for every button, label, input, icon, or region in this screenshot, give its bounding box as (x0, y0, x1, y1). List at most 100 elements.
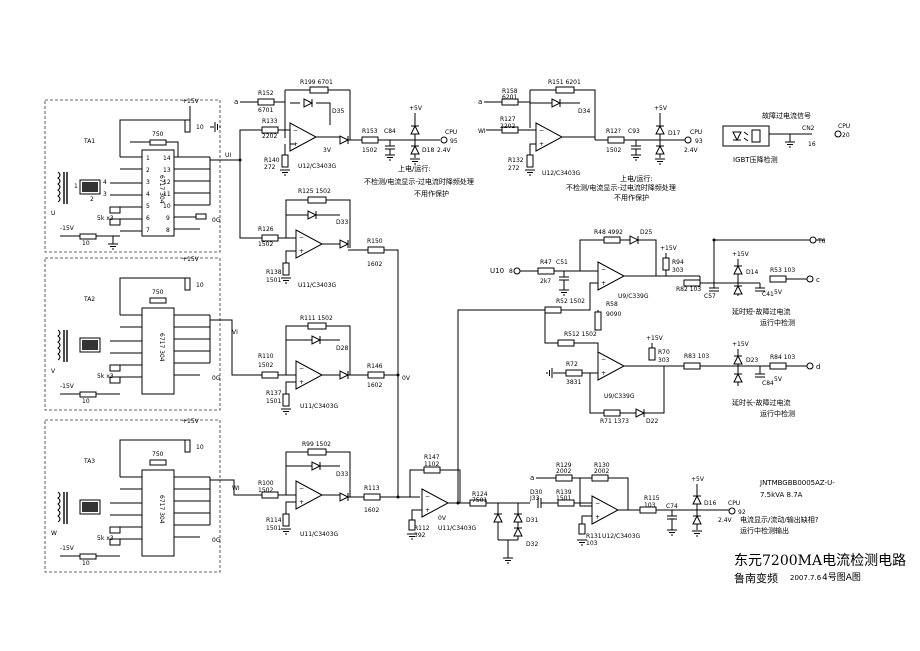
ta3-0g: 0G (212, 537, 221, 544)
label-u10-pin: 8 (509, 268, 513, 275)
stage-u12-right: a R158 6201 WI R127 2202 U12/C3403G R151… (478, 79, 703, 202)
label-cn2: CN2 (802, 125, 815, 132)
label-5v-b: 5V (774, 376, 783, 383)
u11-1-label: U11/C3403G (298, 282, 337, 289)
ta3-vee: -15V (60, 545, 75, 552)
d32-label: D32 (526, 541, 538, 548)
label-cpu92: CPU (728, 500, 740, 507)
d22-label: D22 (646, 418, 658, 425)
r82-label: R82 103 (676, 286, 701, 293)
label-a2: a (478, 98, 482, 106)
ta1-ic (141, 149, 175, 237)
d23-label: D23 (746, 357, 758, 364)
note5-line1: 电流显示/流动/输出缺相? (740, 515, 819, 524)
r140-label: R140 (264, 157, 280, 164)
r124-label: R124 (472, 491, 488, 498)
label-cpu20: CPU (838, 123, 850, 130)
c84-top-label: C84 (384, 128, 396, 135)
r126-label: R126 (258, 226, 274, 233)
svg-text:10: 10 (163, 203, 171, 210)
svg-text:3: 3 (103, 191, 107, 198)
r133-label: R133 (262, 118, 278, 125)
ta2-vee: -15V (60, 383, 75, 390)
r158-label: R158 (502, 88, 518, 95)
label-0v-b: 0V (438, 515, 447, 522)
r12x-value: 1502 (606, 147, 621, 154)
u12-bottom-label: U12/C3403G (602, 533, 641, 540)
opto-coupler (722, 125, 770, 147)
r48-label: R48 4992 (594, 229, 623, 236)
ta2-module: TA2 V 6717 304 10 +15V 750 5k x3 10 -15V… (44, 256, 238, 411)
svg-text:8: 8 (166, 227, 170, 234)
ta3-ic-label: 6717 304 (158, 495, 165, 524)
stage-u11-1: R126 1502 U11/C3403G R125 1502 D33 R138 … (258, 188, 399, 497)
c57-label: C57 (704, 293, 716, 300)
r110-value: 1502 (258, 362, 273, 369)
ta2-rin: 10 (82, 398, 90, 405)
d33-top-label: D33 (336, 219, 348, 226)
svg-text:7: 7 (146, 227, 150, 234)
ta3-r10: 10 (196, 444, 204, 451)
r113-label: R113 (364, 485, 380, 492)
title-model: JNTMBGBB0005AZ-U- (759, 479, 835, 487)
r112-label: R112 (414, 525, 430, 532)
svg-text:2: 2 (146, 167, 150, 174)
r127-value: 2202 (500, 123, 515, 130)
label-16: 16 (808, 141, 816, 148)
ta3-ic (141, 469, 175, 557)
ta3-rin: 10 (82, 560, 90, 567)
ta2-out: VI (232, 329, 238, 336)
ta3-out: WI (232, 485, 240, 492)
r153-value: 1502 (362, 147, 377, 154)
r52-label: R52 1502 (556, 298, 585, 305)
ta3-r5k: 5k x3 (97, 535, 114, 542)
r146-value: 1602 (367, 382, 382, 389)
label-d: d (816, 363, 820, 371)
d31-label: D31 (526, 517, 538, 524)
ta1-name: TA1 (83, 138, 95, 145)
c93-label: C93 (628, 128, 640, 135)
r47-label: R47 (540, 259, 552, 266)
r138-value: 1501 (266, 277, 281, 284)
r70-label: R70 (658, 349, 670, 356)
note1-line1: 上电/运行: (398, 164, 431, 173)
title-company: 鲁南变频 (734, 571, 778, 585)
svg-text:13: 13 (163, 167, 171, 174)
r131-value: 103 (586, 540, 598, 547)
ta2-r10: 10 (196, 282, 204, 289)
label-wi-a: WI (478, 128, 486, 135)
note3-line1: 延时短-故障过电流 (732, 307, 791, 316)
r114-label: R114 (266, 517, 282, 524)
label-20: 20 (842, 132, 850, 139)
label-2.4v-c: 2.4V (718, 517, 733, 524)
r146-label: R146 (367, 363, 383, 370)
r153-label: R153 (362, 128, 378, 135)
ta2-r5k: 5k x3 (97, 373, 114, 380)
u12-top-label: U12/C3403G (298, 163, 337, 170)
r110-label: R110 (258, 353, 274, 360)
note4-line1: 延时长-故障过电流 (732, 398, 791, 407)
svg-text:1: 1 (146, 155, 150, 162)
svg-text:3: 3 (146, 179, 150, 186)
note4-line2: 运行中检测 (760, 409, 795, 418)
r133-value: 2202 (262, 133, 277, 140)
label-3v: 3V (323, 147, 332, 154)
c51-label: C51 (556, 259, 568, 266)
label-u10: U10 (490, 267, 504, 275)
r72-label: R72 (566, 361, 578, 368)
r129-value: 2002 (556, 468, 571, 475)
r150-value: 1602 (367, 261, 382, 268)
label-cpu95: CPU (445, 129, 457, 136)
r113-value: 1602 (364, 507, 379, 514)
r58-label: R58 (606, 301, 618, 308)
r199-label: R199 6701 (300, 79, 333, 86)
d18-label: D18 (422, 147, 434, 154)
ta1-vcc: +15V (182, 98, 200, 105)
r138-label: R138 (266, 269, 282, 276)
label-5v-a: 5V (774, 289, 783, 296)
label-a3: a (530, 474, 534, 482)
r94-label: R94 (672, 259, 684, 266)
r124-value: 7501 (472, 497, 487, 504)
svg-text:11: 11 (163, 191, 171, 198)
